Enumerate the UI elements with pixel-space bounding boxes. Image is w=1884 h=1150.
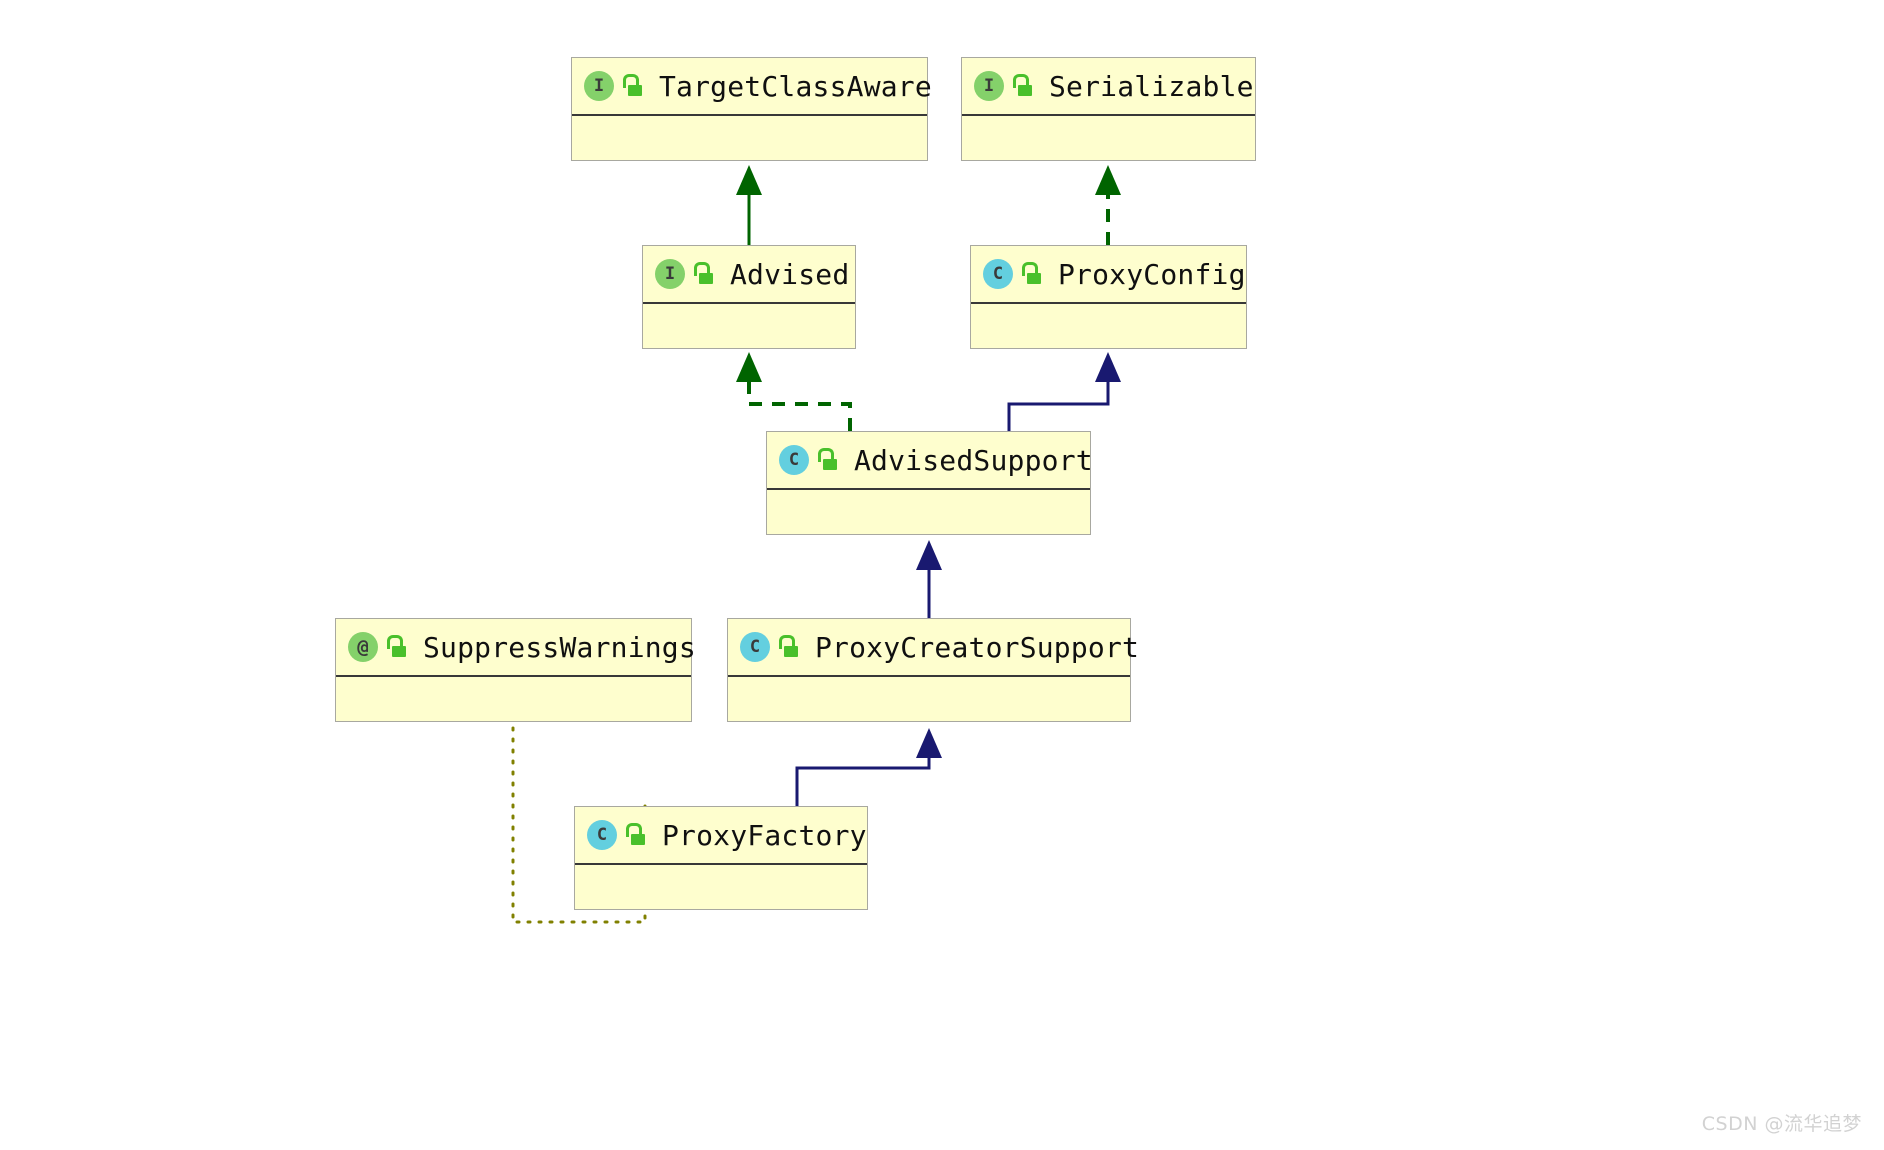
class-node-header: I Serializable <box>962 58 1255 116</box>
class-node-proxyfactory[interactable]: C ProxyFactory <box>574 806 868 910</box>
class-node-header: C ProxyCreatorSupport <box>728 619 1139 677</box>
class-members-area <box>767 490 1090 534</box>
class-name-label: AdvisedSupport <box>854 443 1093 477</box>
class-node-proxyconfig[interactable]: C ProxyConfig <box>970 245 1247 349</box>
class-circle-icon: C <box>740 632 770 662</box>
class-members-area <box>572 116 927 160</box>
edge-proxyconfig-implements-serializable <box>1095 165 1121 245</box>
csdn-watermark: CSDN @流华追梦 <box>1701 1113 1862 1135</box>
annotation-circle-icon: @ <box>348 632 378 662</box>
class-node-targetclassaware[interactable]: I TargetClassAware <box>571 57 932 161</box>
class-circle-icon: C <box>779 445 809 475</box>
open-padlock-icon <box>1020 261 1042 287</box>
class-circle-icon: C <box>983 259 1013 289</box>
class-members-area <box>728 677 1130 721</box>
class-node-header: C AdvisedSupport <box>767 432 1093 490</box>
interface-circle-icon: I <box>974 71 1004 101</box>
open-padlock-icon <box>385 634 407 660</box>
open-padlock-icon <box>692 261 714 287</box>
class-node-header: C ProxyConfig <box>971 246 1246 304</box>
class-members-area <box>575 865 867 909</box>
class-node-advisedsupport[interactable]: C AdvisedSupport <box>766 431 1093 535</box>
class-node-header: I Advised <box>643 246 855 304</box>
class-node-proxycreatorsupport[interactable]: C ProxyCreatorSupport <box>727 618 1139 722</box>
open-padlock-icon <box>816 447 838 473</box>
class-node-serializable[interactable]: I Serializable <box>961 57 1256 161</box>
class-node-header: C ProxyFactory <box>575 807 867 865</box>
class-node-header: I TargetClassAware <box>572 58 932 116</box>
interface-circle-icon: I <box>584 71 614 101</box>
class-name-label: Serializable <box>1049 69 1254 103</box>
class-members-area <box>643 304 855 348</box>
class-name-label: TargetClassAware <box>659 69 932 103</box>
class-members-area <box>971 304 1246 348</box>
class-name-label: Advised <box>730 257 850 291</box>
open-padlock-icon <box>777 634 799 660</box>
class-name-label: ProxyConfig <box>1058 257 1246 291</box>
open-padlock-icon <box>624 822 646 848</box>
open-padlock-icon <box>1011 73 1033 99</box>
edge-advisedsupport-implements-advised <box>736 352 852 431</box>
open-padlock-icon <box>621 73 643 99</box>
class-name-label: ProxyCreatorSupport <box>815 630 1140 664</box>
interface-circle-icon: I <box>655 259 685 289</box>
class-name-label: SuppressWarnings <box>423 630 696 664</box>
class-node-header: @ SuppressWarnings <box>336 619 696 677</box>
class-node-suppresswarnings[interactable]: @ SuppressWarnings <box>335 618 696 722</box>
class-members-area <box>962 116 1255 160</box>
edge-proxycreatorsupport-extends-advisedsupport <box>916 540 942 618</box>
class-name-label: ProxyFactory <box>662 818 867 852</box>
edge-advisedsupport-extends-proxyconfig <box>1007 352 1121 431</box>
edge-proxyfactory-extends-proxycreatorsupport <box>795 728 942 806</box>
edge-advised-extends-targetclassaware <box>736 165 762 245</box>
class-circle-icon: C <box>587 820 617 850</box>
class-members-area <box>336 677 691 721</box>
class-node-advised[interactable]: I Advised <box>642 245 856 349</box>
